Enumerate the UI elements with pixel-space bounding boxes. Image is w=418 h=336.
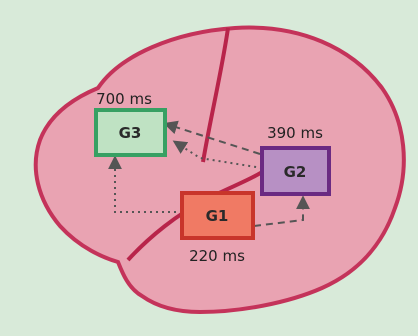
region-g1-label: G1 — [206, 207, 229, 225]
region-g2: G2 390 ms — [262, 124, 329, 194]
region-g2-label: G2 — [284, 163, 307, 181]
region-g1: G1 220 ms — [182, 193, 253, 265]
region-g3-time: 700 ms — [96, 90, 152, 108]
region-g1-time: 220 ms — [189, 247, 245, 265]
region-g3-label: G3 — [119, 124, 142, 142]
region-g2-time: 390 ms — [267, 124, 323, 142]
